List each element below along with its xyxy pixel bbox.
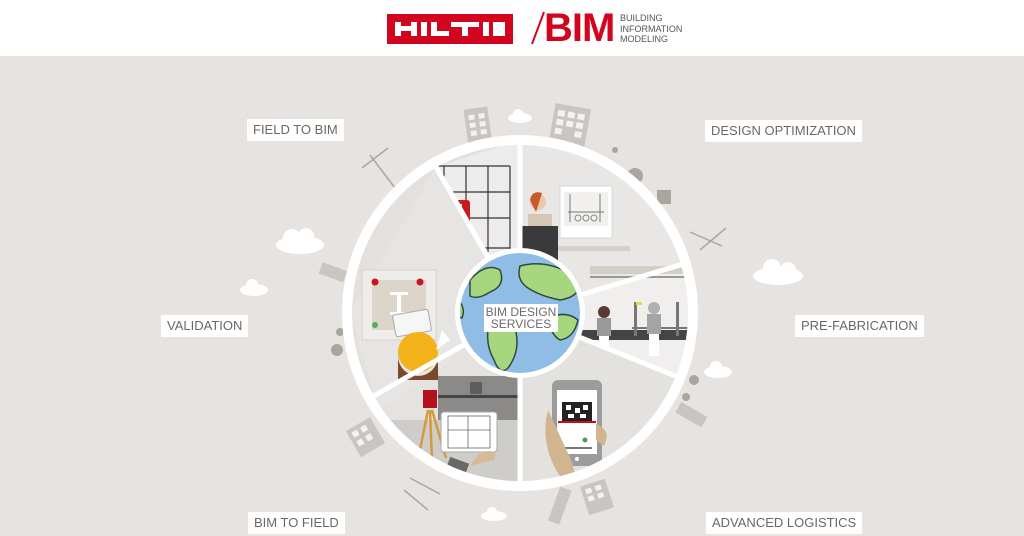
label-field-to-bim[interactable]: FIELD TO BIM: [247, 119, 344, 141]
header: BIM BUILDING INFORMATION MODELING: [0, 0, 1024, 56]
misc-objects: [331, 147, 699, 401]
label-pre-fabrication[interactable]: PRE-FABRICATION: [795, 315, 924, 337]
label-validation[interactable]: VALIDATION: [161, 315, 249, 337]
hilti-logo: [387, 14, 513, 44]
subtitle-line: BUILDING: [620, 13, 663, 23]
segment-validation: [352, 167, 520, 410]
bim-wordmark: BIM: [544, 6, 615, 50]
segment-pre-fabrication: [520, 262, 688, 382]
center-label-line: BIM DESIGN: [485, 305, 557, 319]
subtitle-line: MODELING: [620, 34, 669, 44]
subtitle-line: INFORMATION: [620, 23, 683, 34]
label-bim-to-field[interactable]: BIM TO FIELD: [248, 512, 345, 534]
bim-subtitle: BUILDING INFORMATION MODELING: [620, 13, 682, 45]
cranes: [361, 147, 727, 511]
clouds: [240, 109, 803, 521]
hilti-wordmark-icon: [395, 22, 505, 36]
label-design-optimization[interactable]: DESIGN OPTIMIZATION: [705, 120, 862, 142]
center-label-bim-design-services[interactable]: BIM DESIGN SERVICES: [484, 304, 558, 332]
label-advanced-logistics[interactable]: ADVANCED LOGISTICS: [706, 512, 863, 534]
slash-icon: [531, 11, 545, 45]
buildings: [318, 103, 708, 525]
center-label-line: SERVICES: [490, 317, 552, 331]
